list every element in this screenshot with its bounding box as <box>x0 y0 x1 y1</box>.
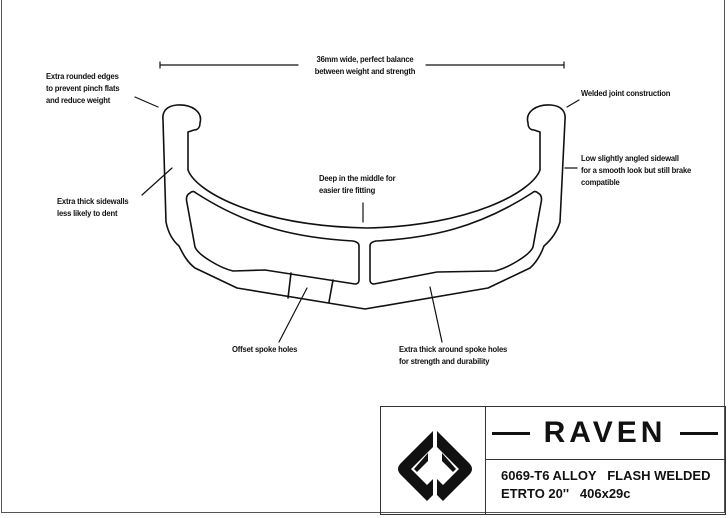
rim-outer-contour <box>162 104 566 310</box>
spec-line-2: ETRTO 20'' 406x29c <box>501 486 631 501</box>
label-line: and reduce weight <box>46 95 111 105</box>
dash-right <box>680 431 719 435</box>
label-line: Extra rounded edges <box>46 71 119 81</box>
label-line: Offset spoke holes <box>232 344 298 354</box>
label-line: for strength and durability <box>399 356 490 366</box>
width-label: 36mm wide, perfect balance between weigh… <box>293 53 437 77</box>
deep-middle-label: Deep in the middle for easier tire fitti… <box>319 172 396 196</box>
rim-left-chamber <box>185 190 360 285</box>
label-line: Welded joint construction <box>581 88 671 98</box>
spoke-hole-line <box>287 272 292 299</box>
welded-label: Welded joint construction <box>581 87 670 99</box>
label-line: 36mm wide, perfect balance <box>316 54 414 64</box>
offset-holes-label: Offset spoke holes <box>232 343 297 355</box>
dash-left <box>491 431 530 435</box>
label-line: Extra thick around spoke holes <box>399 344 508 354</box>
label-line: less likely to dent <box>57 208 118 218</box>
product-name: RAVEN <box>543 416 667 449</box>
label-line: Deep in the middle for <box>319 173 396 183</box>
leader-lines <box>134 61 580 343</box>
label-line: between weight and strength <box>314 66 416 76</box>
label-line: for a smooth look but still brake <box>581 165 692 175</box>
label-line: Low slightly angled sidewall <box>581 153 679 163</box>
spec-line-1: 6069-T6 ALLOY FLASH WELDED <box>501 468 711 483</box>
label-line: Extra thick sidewalls <box>57 196 129 206</box>
label-line: easier tire fitting <box>319 185 376 195</box>
brand-logo-icon <box>398 431 472 501</box>
label-line: to prevent pinch flats <box>46 83 120 93</box>
logo-cell <box>381 407 486 514</box>
sidewall-label: Low slightly angled sidewall for a smoot… <box>581 152 691 188</box>
rim-right-chamber <box>369 190 543 285</box>
label-line: compatible <box>581 177 620 187</box>
name-cell: RAVEN <box>485 407 725 460</box>
thick-spoke-label: Extra thick around spoke holes for stren… <box>399 343 507 367</box>
title-block: RAVEN 6069-T6 ALLOY FLASH WELDED ETRTO 2… <box>380 406 726 515</box>
spoke-hole-line <box>328 279 334 303</box>
rounded-edges-label: Extra rounded edges to prevent pinch fla… <box>46 70 120 106</box>
thick-sidewalls-label: Extra thick sidewalls less likely to den… <box>57 195 129 219</box>
spec-text: 6069-T6 ALLOY FLASH WELDED ETRTO 20'' 40… <box>501 467 710 503</box>
